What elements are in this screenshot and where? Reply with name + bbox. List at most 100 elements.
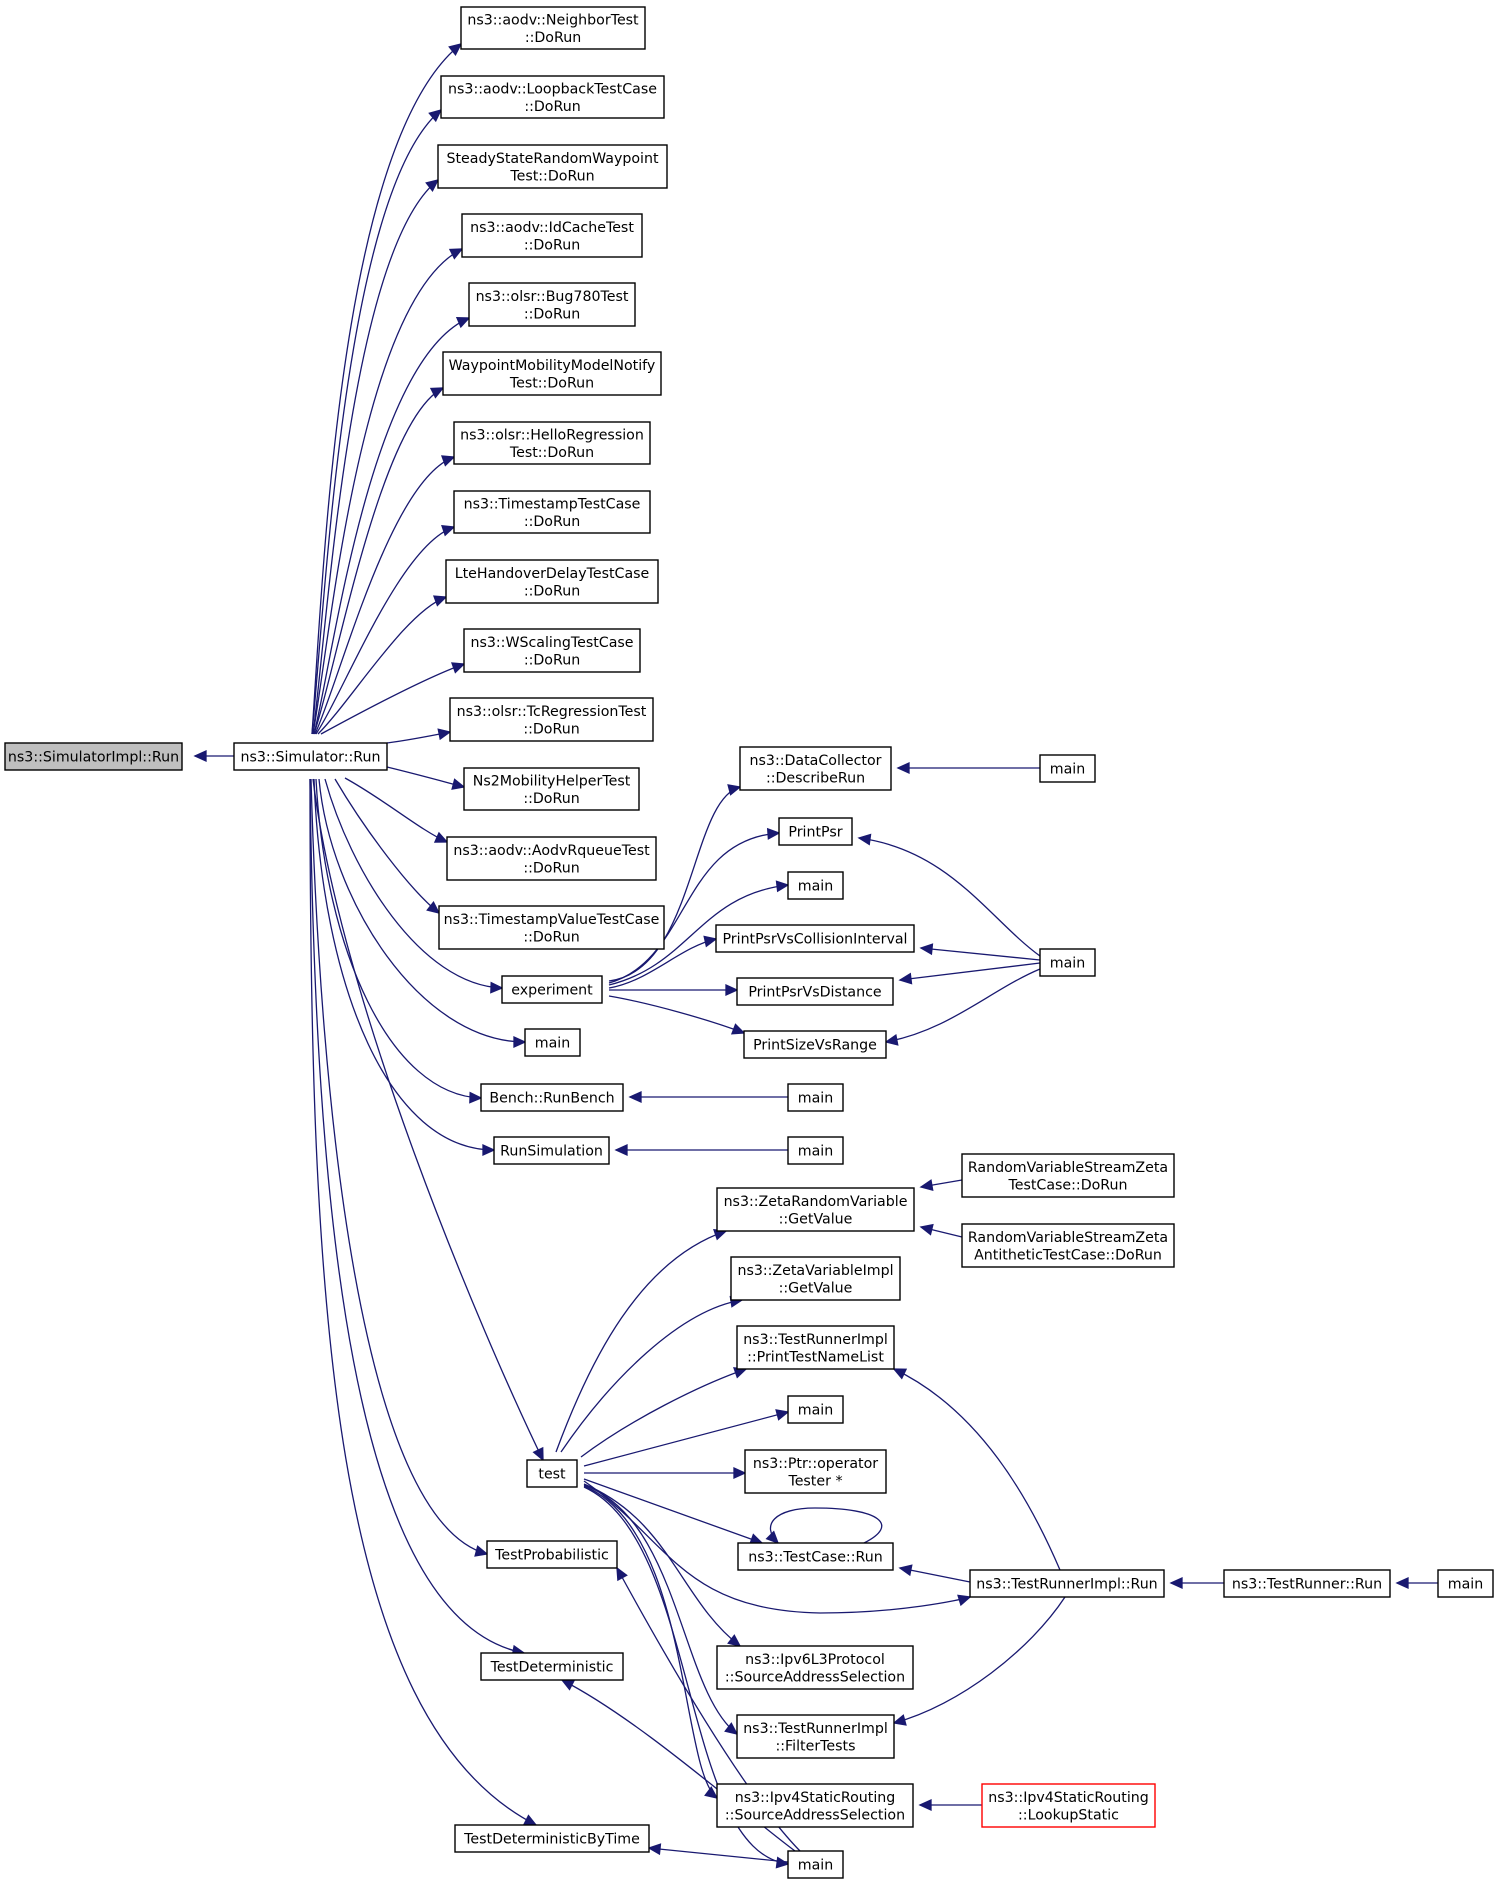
node-box [493,1136,610,1165]
node-tcrun[interactable]: ns3::TestCase::Run [737,1542,894,1571]
node-box [744,1449,887,1494]
node-label: ::DoRun [524,99,580,115]
node-box [468,282,636,327]
edge-experiment-to-ppsrdist [609,983,739,997]
node-label: ns3::TestCase::Run [748,1550,882,1566]
node-main_c[interactable]: main [787,1395,844,1424]
node-box [969,1569,1165,1598]
node-zetarv[interactable]: ns3::ZetaRandomVariable::GetValue [716,1187,915,1232]
node-trfilter[interactable]: ns3::TestRunnerImpl::FilterTests [736,1714,895,1759]
node-label: ns3::olsr::HelloRegression [460,427,644,443]
node-ipv4sas[interactable]: ns3::Ipv4StaticRouting::SourceAddressSel… [716,1783,914,1828]
node-label: ns3::TimestampValueTestCase [444,912,660,928]
node-label: main [1448,1577,1483,1593]
node-main_bot[interactable]: main [787,1850,844,1879]
arrowhead-icon [433,831,449,843]
node-box [437,144,668,189]
edge-simrun-to-tcreg [386,728,452,744]
node-main_tr[interactable]: main [1437,1569,1494,1598]
node-ltehand[interactable]: LteHandoverDelayTestCase::DoRun [445,559,659,604]
node-label: ::DoRun [524,306,580,322]
node-timestamp[interactable]: ns3::TimestampTestCase::DoRun [453,490,651,534]
node-label: ns3::olsr::TcRegressionTest [457,704,647,720]
node-wscaling[interactable]: ns3::WScalingTestCase::DoRun [463,628,641,673]
node-box [787,1850,844,1879]
node-tcreg[interactable]: ns3::olsr::TcRegressionTest::DoRun [449,697,654,742]
node-experiment[interactable]: experiment [501,975,603,1004]
node-label: ns3::TestRunnerImpl [743,1721,888,1737]
node-test[interactable]: test [526,1459,578,1488]
arrowhead-icon [892,1368,908,1380]
node-simimpl[interactable]: ns3::SimulatorImpl::Run [4,742,183,771]
node-datacoll[interactable]: ns3::DataCollector::DescribeRun [739,746,892,791]
node-label: ::DoRun [524,583,580,599]
arrowhead-icon [426,901,441,914]
node-ns2mob[interactable]: Ns2MobilityHelperTest::DoRun [463,767,640,811]
node-label: ns3::TestRunnerImpl::Run [976,1577,1157,1593]
node-box [1223,1569,1391,1598]
node-label: ::DescribeRun [766,770,865,786]
node-main_b[interactable]: main [787,871,844,900]
node-label: Test::DoRun [509,375,594,391]
node-label: WaypointMobilityModelNotify [449,358,656,374]
node-label: PrintPsrVsDistance [748,985,881,1001]
node-tsvalue[interactable]: ns3::TimestampValueTestCase::DoRun [438,905,665,950]
edge-test-to-zetarv [555,1229,728,1453]
node-label: SteadyStateRandomWaypoint [446,151,659,167]
node-main_rs[interactable]: main [787,1136,844,1165]
node-simrun[interactable]: ns3::Simulator::Run [233,742,388,771]
node-box [453,421,651,465]
node-main_rb[interactable]: main [787,1083,844,1112]
arrowhead-icon [455,317,471,329]
node-trirun[interactable]: ns3::TestRunnerImpl::Run [969,1569,1165,1598]
node-runbench[interactable]: Bench::RunBench [480,1083,624,1112]
node-box [1039,754,1096,783]
node-main_dc[interactable]: main [1039,754,1096,783]
node-lookup[interactable]: ns3::Ipv4StaticRouting::LookupStatic [981,1783,1156,1828]
node-trprint[interactable]: ns3::TestRunnerImpl::PrintTestNameList [736,1325,895,1370]
node-box [460,6,646,50]
edge-trirun-to-trrun [1169,1576,1224,1590]
edge-simrun-to-steady [312,179,440,735]
node-ppsrci[interactable]: PrintPsrVsCollisionInterval [715,924,915,953]
arrowhead-icon [898,972,913,985]
arrowhead-icon [775,1409,790,1421]
node-psize[interactable]: PrintSizeVsRange [743,1030,887,1059]
arrowhead-icon [432,595,448,607]
node-runsim[interactable]: RunSimulation [493,1136,610,1165]
node-label: Bench::RunBench [489,1091,614,1107]
node-trrun[interactable]: ns3::TestRunner::Run [1223,1569,1391,1598]
node-neighbor[interactable]: ns3::aodv::NeighborTest::DoRun [460,6,646,50]
node-box [480,1652,624,1681]
node-testdet[interactable]: TestDeterministic [480,1652,624,1681]
node-label: ns3::Ptr::operator [753,1456,878,1472]
node-ppsrdist[interactable]: PrintPsrVsDistance [736,977,894,1006]
node-box [446,836,657,881]
node-label: main [798,1144,833,1160]
node-zetavi[interactable]: ns3::ZetaVariableImpl::GetValue [730,1256,901,1301]
node-box [233,742,388,771]
node-main_a[interactable]: main [524,1028,581,1057]
node-rvszanti[interactable]: RandomVariableStreamZetaAntitheticTestCa… [961,1223,1175,1268]
node-testprob[interactable]: TestProbabilistic [486,1540,618,1569]
arrowhead-icon [429,387,445,399]
node-ipv6sas[interactable]: ns3::Ipv6L3Protocol::SourceAddressSelect… [716,1645,914,1690]
node-loopback[interactable]: ns3::aodv::LoopbackTestCase::DoRun [440,75,665,119]
node-aodvrq[interactable]: ns3::aodv::AodvRqueueTest::DoRun [446,836,657,881]
node-main_psr[interactable]: main [1039,948,1096,977]
arrowhead-icon [919,1179,934,1191]
node-bug780[interactable]: ns3::olsr::Bug780Test::DoRun [468,282,636,327]
edge-experiment-to-psize [608,995,746,1035]
edge-simrun-to-experiment [324,778,504,994]
node-printpsr[interactable]: PrintPsr [778,817,853,846]
edge-simimpl-to-simrun [193,749,234,763]
node-testdetbt[interactable]: TestDeterministicByTime [454,1824,650,1853]
node-idcache[interactable]: ns3::aodv::IdCacheTest::DoRun [461,213,643,258]
edge-experiment-to-ppsrci [608,935,718,989]
node-box [486,1540,618,1569]
